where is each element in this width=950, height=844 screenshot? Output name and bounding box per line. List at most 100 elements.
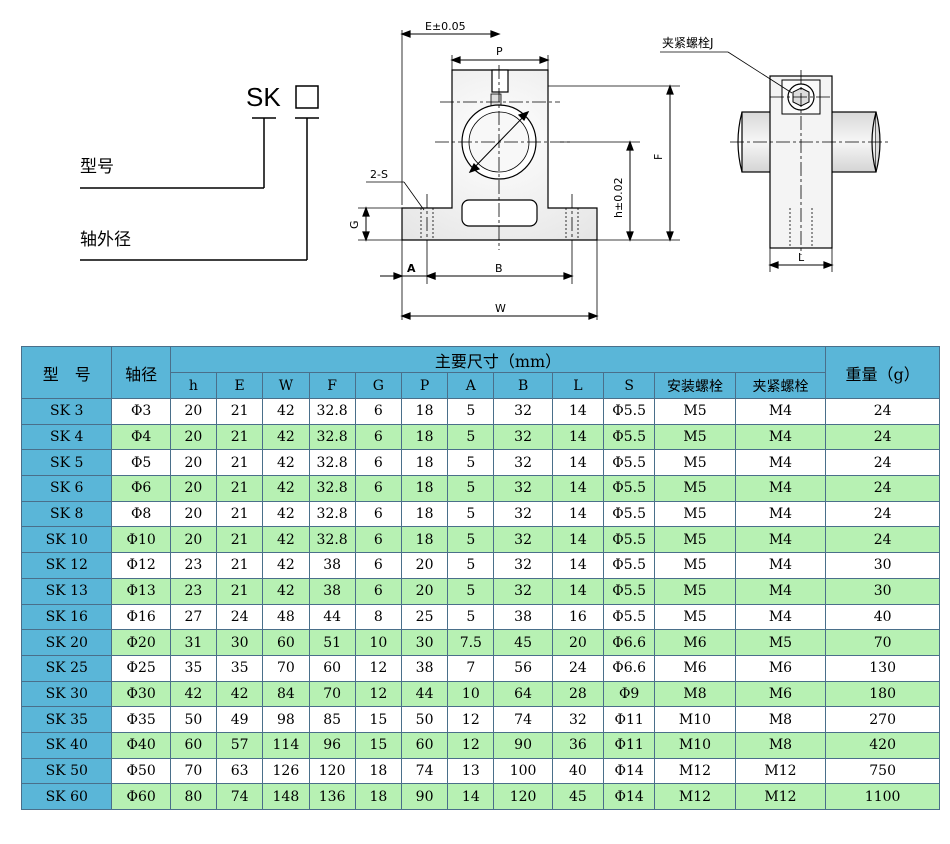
table-cell: M5 [654, 603, 736, 631]
table-cell: 18 [400, 500, 449, 528]
dim-g-label: G [348, 220, 361, 229]
table-cell: M5 [654, 577, 736, 605]
table-cell: 5 [447, 475, 495, 502]
table-cell: 42 [262, 500, 310, 528]
table-cell: 14 [551, 398, 605, 425]
table-cell: 70 [308, 680, 356, 708]
table-cell: 24 [825, 398, 940, 425]
table-header-row-2: h E W F G P A B L S 安装螺栓 夹紧螺栓 [22, 372, 940, 399]
table-cell: 21 [216, 475, 264, 502]
table-cell: 24 [825, 500, 940, 528]
table-cell: 5 [447, 526, 495, 554]
table-cell: 32.8 [308, 475, 356, 502]
table-cell: Φ6.6 [603, 654, 656, 682]
table-cell: 100 [493, 757, 553, 785]
main-dimensions-header: 主要尺寸（mm） [169, 346, 827, 373]
table-cell: 24 [825, 526, 940, 554]
table-cell: 750 [825, 757, 940, 785]
model-legend: SK 型号 轴外径 [80, 82, 319, 261]
model-cell: SK 13 [20, 577, 113, 605]
table-cell: 31 [169, 629, 218, 656]
dim-e-label: E±0.05 [425, 20, 466, 33]
table-cell: M5 [654, 423, 736, 451]
table-cell: 60 [169, 731, 218, 759]
table-cell: 98 [262, 706, 310, 733]
table-cell: 14 [551, 500, 605, 528]
table-cell: 32 [493, 398, 553, 425]
model-code-box [295, 85, 319, 109]
table-cell: 30 [400, 629, 449, 656]
table-cell: 15 [354, 731, 402, 759]
table-cell: 10 [354, 629, 402, 656]
table-cell: M12 [734, 757, 827, 785]
table-cell: 42 [262, 449, 310, 477]
table-cell: 21 [216, 398, 264, 425]
table-cell: 32 [493, 475, 553, 502]
table-cell: M5 [654, 398, 736, 425]
table-cell: 180 [825, 680, 940, 708]
table-cell: 70 [169, 757, 218, 785]
model-cell: SK 20 [20, 629, 113, 656]
table-cell: 84 [262, 680, 310, 708]
table-cell: Φ6.6 [603, 629, 656, 656]
table-cell: 32.8 [308, 398, 356, 425]
dim-l-label: L [798, 251, 805, 264]
table-cell: 21 [216, 500, 264, 528]
table-cell: 32 [493, 423, 553, 451]
table-cell: 5 [447, 398, 495, 425]
table-cell: Φ9 [603, 680, 656, 708]
table-cell: 6 [354, 449, 402, 477]
table-cell: Φ5.5 [603, 398, 656, 425]
col-b-header: B [493, 372, 553, 399]
table-cell: 32.8 [308, 449, 356, 477]
table-cell: 114 [262, 731, 310, 759]
table-cell: 16 [551, 603, 605, 631]
table-cell: 38 [308, 577, 356, 605]
model-cell: SK 50 [20, 757, 113, 785]
table-cell: 32 [493, 577, 553, 605]
table-cell: Φ5.5 [603, 500, 656, 528]
table-cell: 44 [400, 680, 449, 708]
table-cell: 14 [551, 526, 605, 554]
col-weight-header: 重量（g） [825, 346, 940, 399]
model-cell: SK 6 [20, 475, 113, 502]
table-cell: 6 [354, 423, 402, 451]
table-cell: 18 [400, 423, 449, 451]
table-cell: 42 [262, 552, 310, 579]
model-code: SK [246, 82, 281, 112]
table-cell: 42 [169, 680, 218, 708]
table-cell: 6 [354, 552, 402, 579]
table-cell: Φ5.5 [603, 526, 656, 554]
table-cell: 38 [493, 603, 553, 631]
table-cell: 20 [400, 552, 449, 579]
table-cell: 24 [216, 603, 264, 631]
table-cell: M6 [734, 680, 827, 708]
table-cell: M12 [654, 783, 736, 810]
table-cell: 18 [400, 449, 449, 477]
table-cell: 6 [354, 398, 402, 425]
table-cell: 24 [551, 654, 605, 682]
table-cell: 130 [825, 654, 940, 682]
table-cell: Φ35 [111, 706, 171, 733]
table-cell: 70 [825, 629, 940, 656]
table-cell: 30 [825, 577, 940, 605]
col-s-header: S [603, 372, 656, 399]
table-cell: 45 [551, 783, 605, 810]
table-cell: Φ4 [111, 423, 171, 451]
table-cell: M4 [734, 398, 827, 425]
front-view [358, 30, 680, 320]
col-p-header: P [400, 372, 449, 399]
table-cell: M12 [654, 757, 736, 785]
table-cell: Φ6 [111, 475, 171, 502]
table-cell: Φ5.5 [603, 449, 656, 477]
table-cell: 270 [825, 706, 940, 733]
table-cell: M4 [734, 475, 827, 502]
table-cell: M10 [654, 731, 736, 759]
table-cell: Φ25 [111, 654, 171, 682]
table-cell: 50 [169, 706, 218, 733]
table-cell: 14 [551, 475, 605, 502]
table-cell: 90 [493, 731, 553, 759]
